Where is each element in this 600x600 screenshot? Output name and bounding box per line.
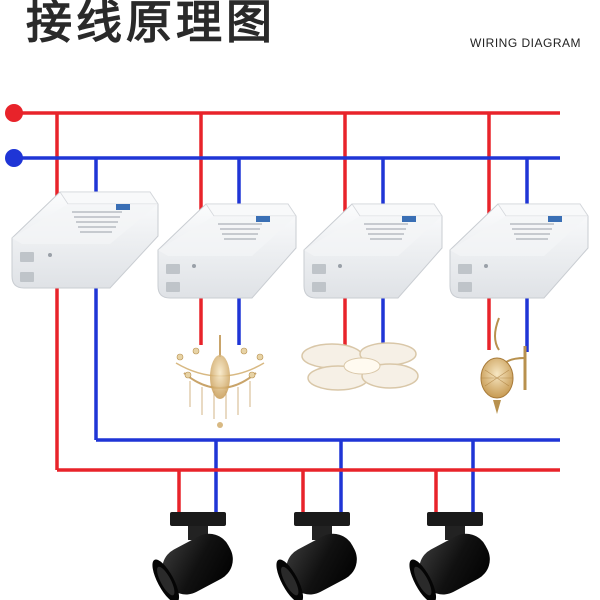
- controller-module-3: [303, 203, 443, 299]
- spotlight-3: [409, 512, 490, 600]
- spotlight-1: [152, 512, 233, 600]
- live-terminal-dot: [5, 104, 23, 122]
- controller-module-1: [11, 191, 159, 289]
- lower-neutral-wiring: [96, 438, 560, 516]
- wall-sconce-icon: [480, 317, 527, 414]
- controller-module-2: [157, 203, 297, 299]
- flower-ceiling-light-icon: [301, 342, 419, 391]
- page-subtitle: WIRING DIAGRAM: [470, 36, 581, 50]
- page-title: 接线原理图: [26, 0, 276, 49]
- crystal-chandelier-icon: [175, 335, 265, 428]
- neutral-terminal-dot: [5, 149, 23, 167]
- spotlight-2: [276, 512, 357, 600]
- lower-live-wiring: [57, 468, 560, 516]
- controller-module-4: [449, 203, 589, 299]
